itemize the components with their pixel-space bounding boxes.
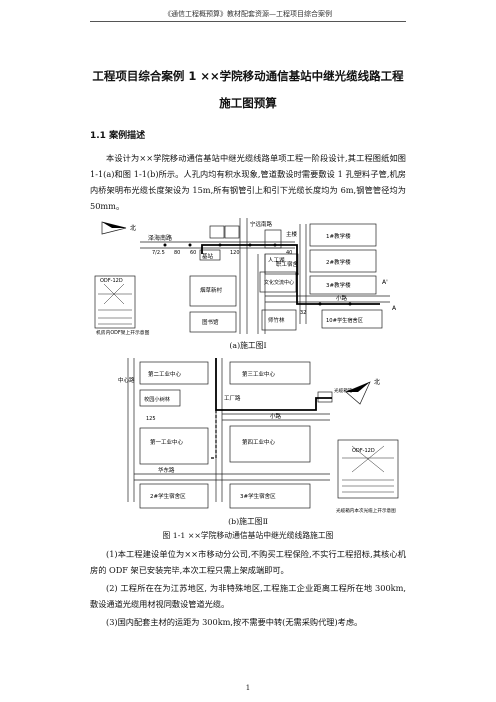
num-80a: 80 <box>174 250 180 256</box>
label-tobacco-village: 烟草新村 <box>200 286 223 294</box>
num-120: 120 <box>230 250 240 256</box>
label-building-3: 3#教学楼 <box>326 281 351 289</box>
label-zehai-road: 泽海南路 <box>148 234 172 242</box>
label-industry-2: 第二工业中心 <box>148 370 182 378</box>
figure-1-1-caption: 图 1-1 ××学院移动通信基站中继光缆线路施工图 <box>162 531 334 540</box>
label-building-2: 2#教学楼 <box>326 258 351 266</box>
label-cable-box: 光缆箱箱 <box>334 387 353 394</box>
label-base-station: 基站 <box>202 252 214 260</box>
num-125: 125 <box>146 416 156 422</box>
document-title-line1: 工程项目综合案例 1 ××学院移动通信基站中继光缆线路工程 <box>92 69 404 83</box>
north-label-b: 北 <box>374 378 380 386</box>
label-small-road-b: 小路 <box>270 412 282 420</box>
north-arrow-b-icon <box>345 381 371 405</box>
num-200: 32 <box>300 310 306 316</box>
label-industry-1: 第一工业中心 <box>150 438 184 446</box>
label-library: 图书馆 <box>202 318 219 326</box>
label-factory-road: 工厂路 <box>224 394 241 402</box>
label-cable-box-diagram: 光缆箱内本次光缆上开示意图 <box>336 507 396 514</box>
label-small-road: 小路 <box>336 294 348 302</box>
label-dorm-10: 10#学生宿舍区 <box>326 316 363 324</box>
label-industry-4: 第四工业中心 <box>242 438 276 446</box>
label-odf-model-b: ODF-12D <box>352 448 375 454</box>
caption-figure-b: (b)施工图Ⅱ <box>228 517 268 526</box>
label-shizhulin: 师竹林 <box>268 316 285 324</box>
label-grove: 校园小树林 <box>144 395 171 403</box>
item-2: (2) 工程所在在为江苏地区, 为非特殊地区,工程施工企业距离工程所在地 300… <box>90 583 406 609</box>
page-number: 1 <box>245 684 251 692</box>
caption-figure-a: (a)施工图Ⅰ <box>229 341 267 350</box>
item-1: (1)本工程建设单位为××市移动分公司,不购买工程保险,不实行工程招标,其核心机… <box>90 549 406 575</box>
section-heading: 1.1 案例描述 <box>90 131 146 141</box>
label-artificial-lake: 人工湖 <box>268 256 285 264</box>
running-header: 《通信工程概预算》教材配套资源—工程项目综合案例 <box>164 10 332 18</box>
intro-paragraph: 本设计为××学院移动通信基站中继光缆线路单项工程一阶段设计,其工程图纸如图 1-… <box>90 153 406 211</box>
label-dorm-2: 2#学生宿舍区 <box>150 492 186 500</box>
construction-drawing-a: 北 泽海南路 宁远南路 人工湖 主楼 职工宿舍 1#教学楼 2#教学楼 3#教学… <box>94 218 397 336</box>
construction-drawing-b: 北 中心路 第二工业中心 第三工业中心 校园小树林 工厂路 第一工业中心 第四工… <box>118 358 399 514</box>
header-rule <box>90 21 406 22</box>
document-title-line2: 施工图预算 <box>219 96 277 110</box>
label-culture-center: 文化交流中心 <box>264 279 294 286</box>
label-section-a-prime: A' <box>382 279 388 286</box>
label-odf-rack: 机房内ODF架上开示意图 <box>96 329 150 336</box>
label-huadong-road: 华东路 <box>158 466 175 474</box>
num-60: 60 <box>190 250 196 256</box>
label-dorm-3: 3#学生宿舍区 <box>240 492 276 500</box>
label-main-building: 主楼 <box>286 230 298 238</box>
label-odf-model: ODF-12D <box>100 278 123 284</box>
label-section-a: A <box>392 305 397 312</box>
num-40: 40 <box>286 250 292 256</box>
label-ningyuan-road: 宁远南路 <box>250 220 273 228</box>
north-label: 北 <box>130 224 136 232</box>
label-building-1: 1#教学楼 <box>326 232 351 240</box>
item-3: (3)国内配套主材的运距为 300km,按不需要中转(无需采购代理)考虑。 <box>106 617 363 627</box>
num-7-2.5: 7/2.5 <box>152 250 165 256</box>
north-arrow-icon <box>101 221 127 235</box>
label-industry-3: 第三工业中心 <box>242 370 276 378</box>
label-staff-dorm: 职工宿舍 <box>276 260 299 268</box>
label-center-road: 中心路 <box>118 376 135 384</box>
